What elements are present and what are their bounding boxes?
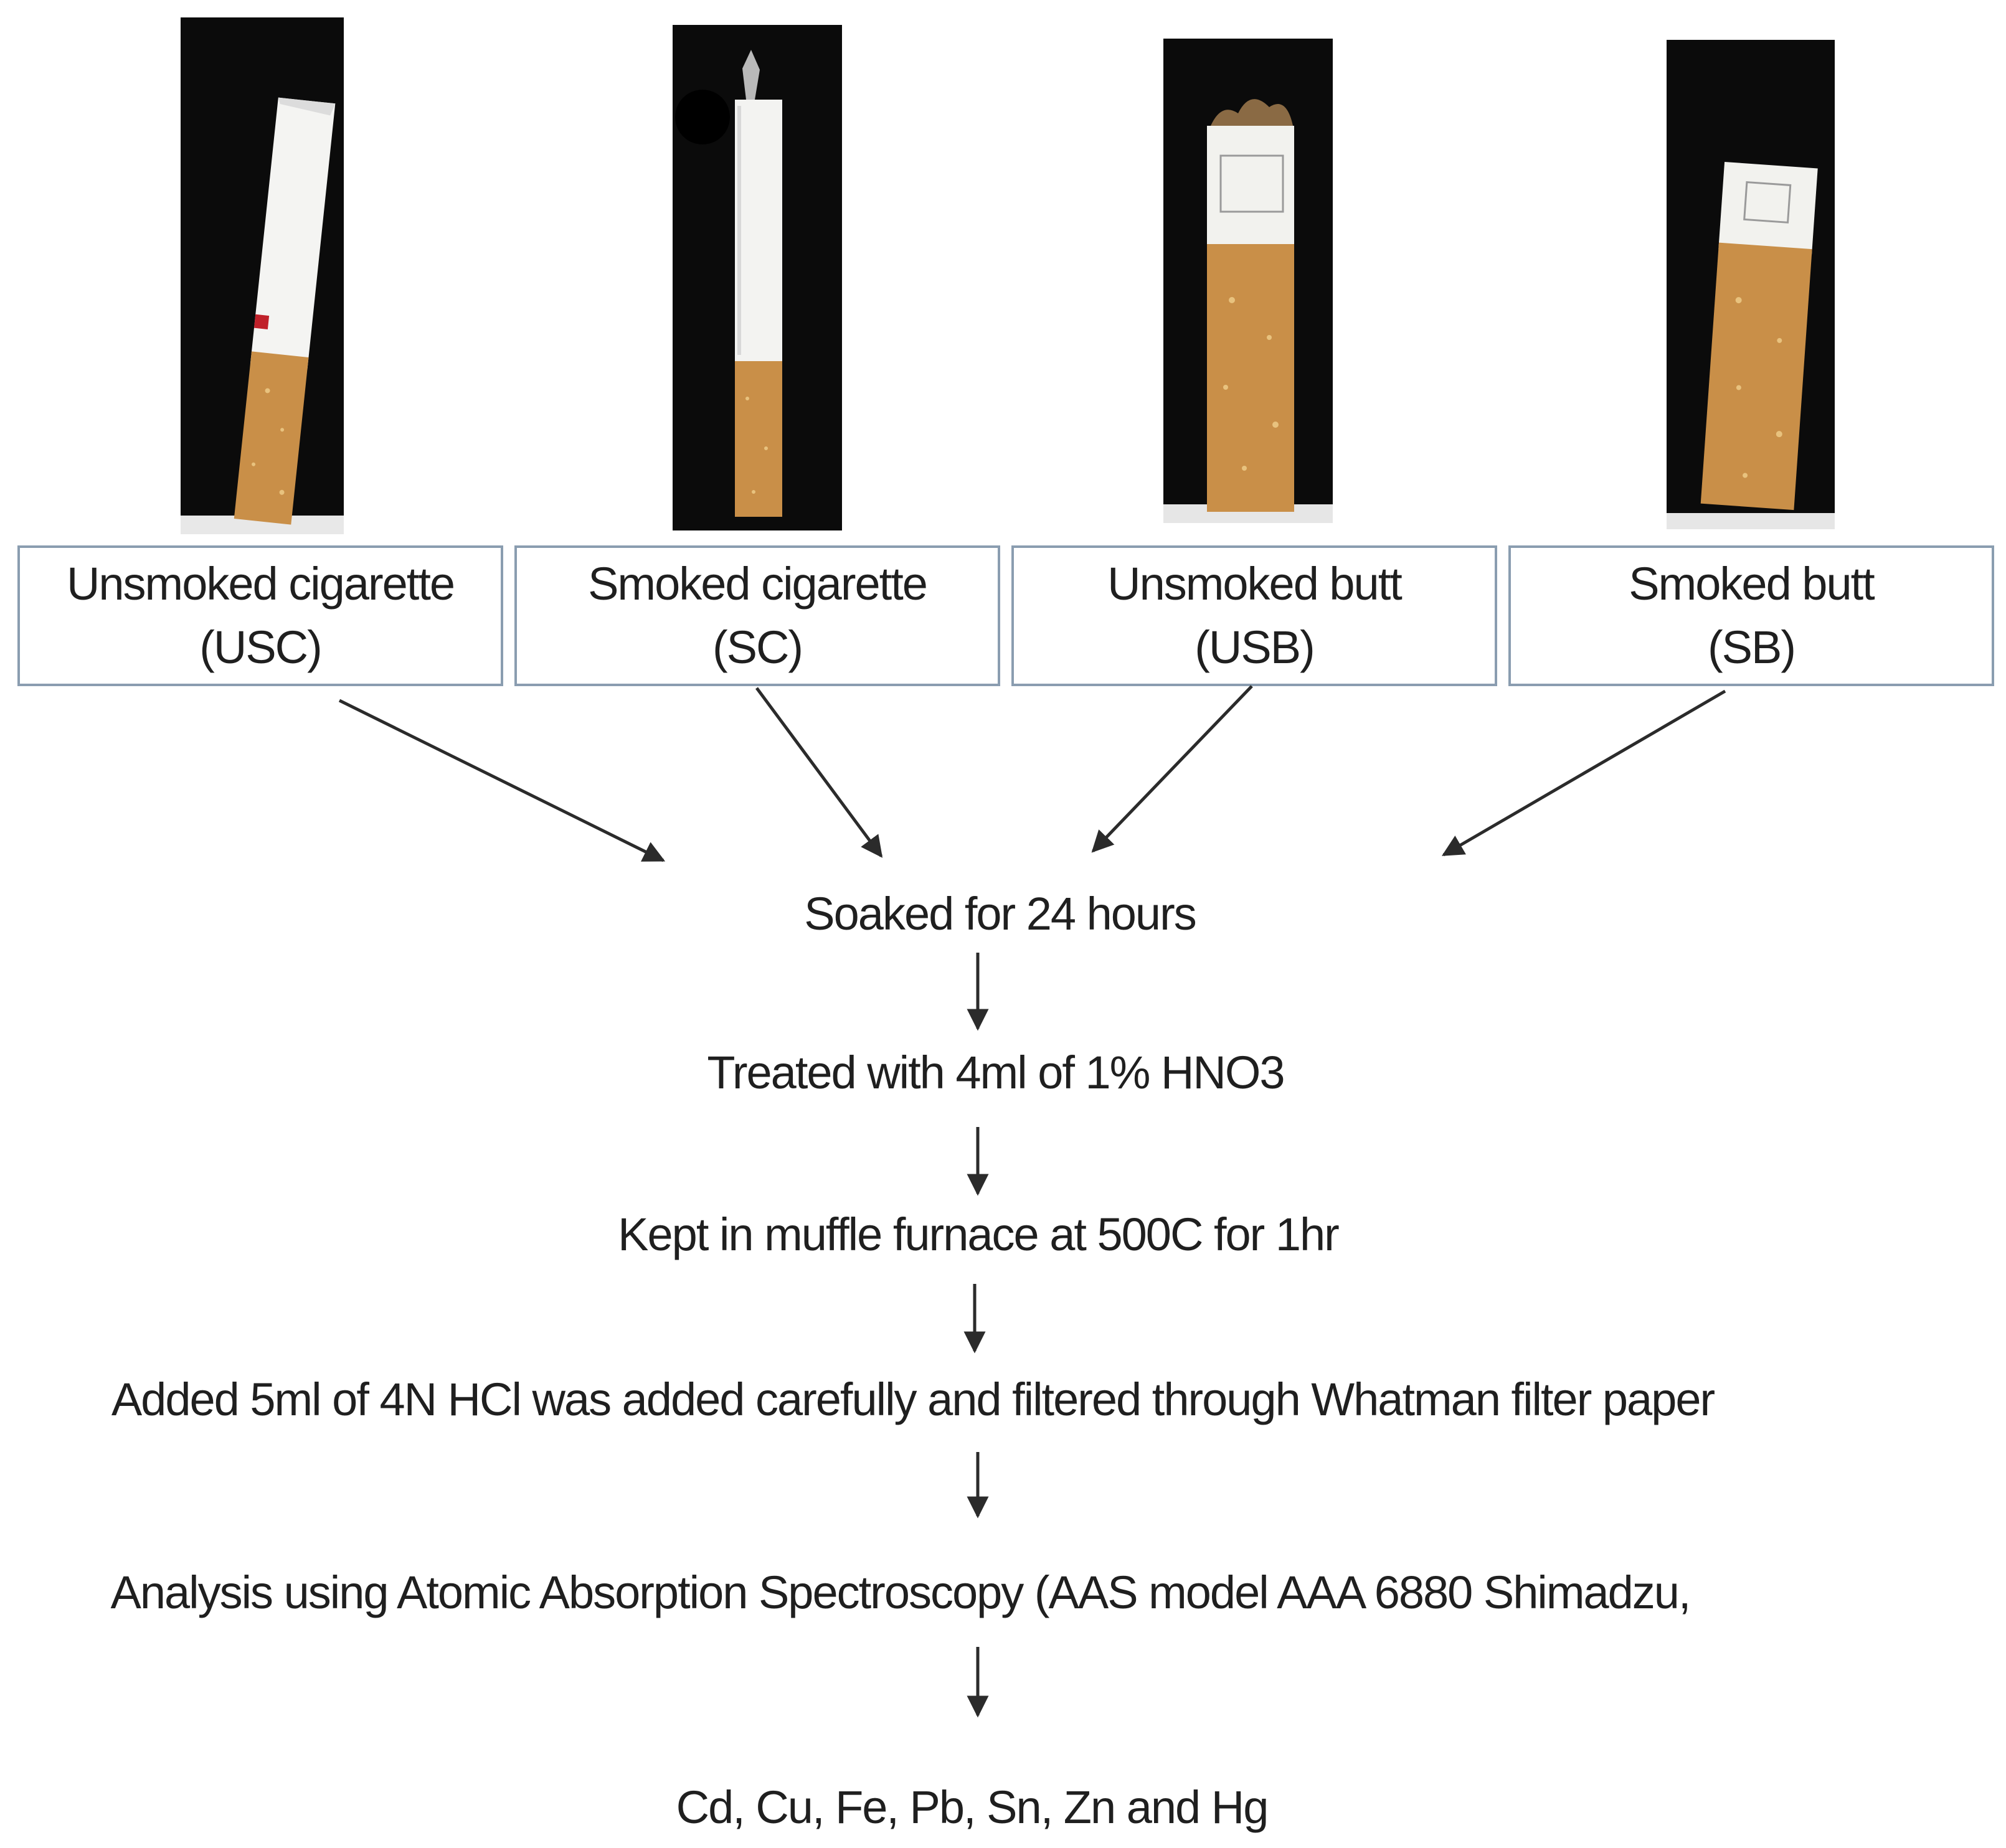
step-muffle-furnace: Kept in muffle furnace at 500C for 1hr xyxy=(618,1209,1340,1260)
sample-name: Unsmoked butt xyxy=(1107,558,1403,610)
sample-name: Smoked butt xyxy=(1629,558,1875,610)
sample-box-sb: Smoked butt (SB) xyxy=(1508,545,1994,686)
sample-name: Unsmoked cigarette xyxy=(66,558,455,610)
sample-code: (USC) xyxy=(199,621,323,673)
step-added-hcl: Added 5ml of 4N HCl was added carefully … xyxy=(111,1374,1715,1425)
photo-smoked-cigarette xyxy=(673,25,842,530)
arrow-usb xyxy=(1091,685,1253,853)
arrow-sc xyxy=(755,687,883,858)
sample-box-usb: Unsmoked butt (USB) xyxy=(1011,545,1497,686)
sample-box-usc: Unsmoked cigarette (USC) xyxy=(17,545,503,686)
step-metals: Cd, Cu, Fe, Pb, Sn, Zn and Hg xyxy=(676,1781,1269,1833)
photo-unsmoked-cigarette xyxy=(181,17,344,534)
step-analysis-aas: Analysis using Atomic Absorption Spectro… xyxy=(110,1567,1691,1618)
arrow-usc xyxy=(338,699,666,862)
sample-code: (SB) xyxy=(1708,621,1796,673)
arrow-sb xyxy=(1441,689,1726,857)
photo-smoked-butt xyxy=(1667,40,1835,529)
sample-code: (USB) xyxy=(1195,621,1315,673)
sample-name: Smoked cigarette xyxy=(588,558,928,610)
step-soaked: Soaked for 24 hours xyxy=(804,888,1196,940)
sample-box-sc: Smoked cigarette (SC) xyxy=(514,545,1000,686)
sample-code: (SC) xyxy=(712,621,803,673)
step-treated: Treated with 4ml of 1% HNO3 xyxy=(707,1047,1285,1098)
photo-unsmoked-butt xyxy=(1163,39,1333,523)
